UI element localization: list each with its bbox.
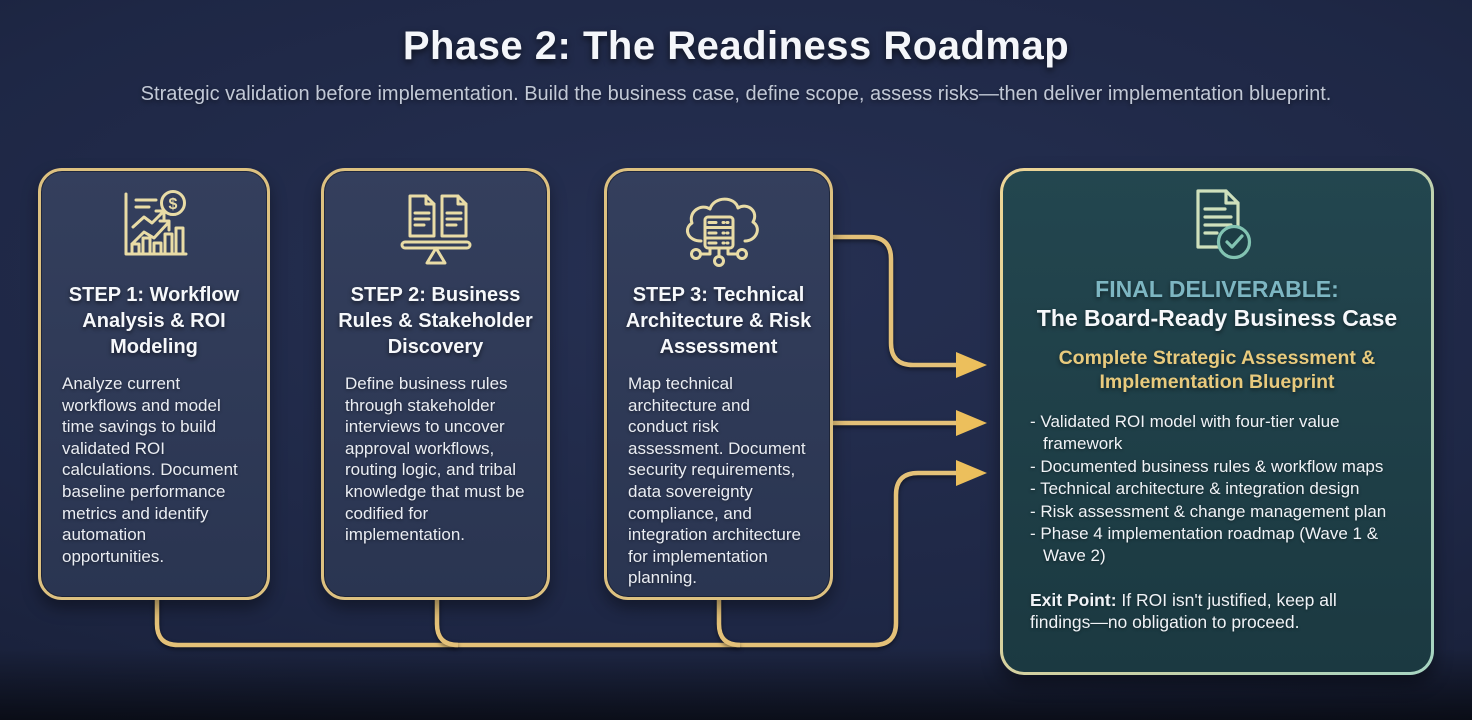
exit-point-text: If ROI isn't justified, keep all finding… [1030,589,1337,633]
step-title: STEP 3: Technical Architecture & Risk As… [625,284,812,358]
arrowhead-middle [956,410,987,436]
final-deliverable-title: The Board-Ready Business Case [1036,305,1398,331]
page-title: Phase 2: The Readiness Roadmap [402,24,1070,68]
step-3-card: STEP 3: Technical Architecture & Risk As… [604,168,833,600]
step-body: Map technical architecture and conduct r… [628,374,806,588]
list-item: - Documented business rules & workflow m… [1030,456,1384,476]
cloud-server-network-icon [607,186,830,267]
roi-bar-chart-dollar-icon: $ [41,186,267,266]
connector-step3-stub [716,597,741,648]
step-title: STEP 1: Workflow Analysis & ROI Modeling [68,284,240,358]
list-item: - Risk assessment & change management pl… [1030,501,1387,521]
step-body: Define business rules through stakeholde… [345,374,525,545]
svg-text:$: $ [169,196,178,213]
connector-step2-stub [434,597,459,648]
document-checkmark-icon [1003,185,1431,265]
deliverable-list: - Validated ROI model with four-tier val… [1030,411,1402,568]
connector-step3-top [831,234,956,368]
list-item: - Phase 4 implementation roadmap (Wave 1… [1030,524,1379,566]
step-1-card: $ STEP 1: Workflow Analysis & ROI Modeli… [38,168,270,600]
step-2-card: STEP 2: Business Rules & Stakeholder Dis… [321,168,550,600]
final-deliverable-label: FINAL DELIVERABLE: [1095,276,1339,302]
exit-point-label: Exit Point: [1030,589,1117,610]
final-deliverable-card: FINAL DELIVERABLE: The Board-Ready Busin… [1000,168,1434,675]
connector-bottom-bus [154,470,956,648]
list-item: - Technical architecture & integration d… [1030,479,1360,499]
final-deliverable-subtitle: Complete Strategic Assessment & Implemen… [1058,347,1376,393]
step-body: Analyze current workflows and model time… [62,374,238,566]
step-title: STEP 2: Business Rules & Stakeholder Dis… [338,284,533,358]
arrowhead-bottom [956,460,987,486]
documents-balance-scale-icon [324,186,547,266]
exit-point-note: Exit Point: If ROI isn't justified, keep… [1030,589,1382,634]
arrowhead-top [956,352,987,378]
list-item: - Validated ROI model with four-tier val… [1030,412,1340,454]
page-subtitle: Strategic validation before implementati… [140,83,1332,105]
